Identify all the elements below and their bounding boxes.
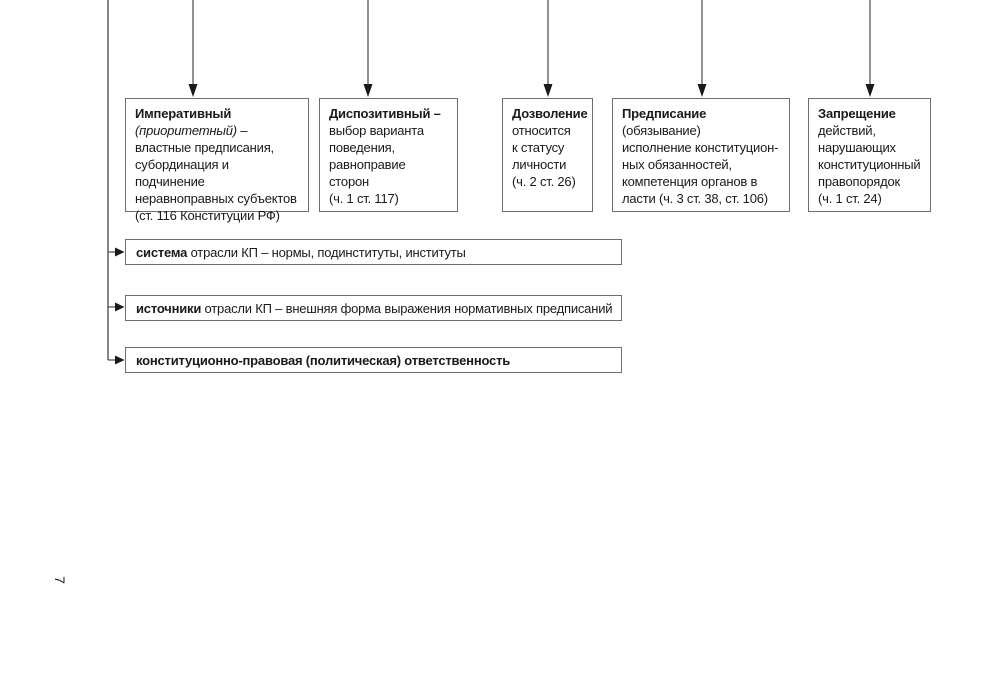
bar-lead: система [136, 244, 188, 260]
box-title: Запрещение [818, 106, 896, 121]
right-arrow-1 [108, 247, 125, 257]
bar-rest: отрасли КП – нормы, подинституты, инстит… [187, 244, 466, 260]
box-subtitle-italic: (приоритетный) – [135, 123, 248, 138]
box-body: исполнение конституцион- ных обязанносте… [622, 140, 779, 206]
bar-rest: отрасли КП – внешняя форма выражения нор… [201, 300, 613, 316]
list-bar-system: система отрасли КП – нормы, подинституты… [125, 239, 622, 265]
method-box-prescription: Предписание (обязывание) исполнение конс… [612, 98, 790, 212]
list-bar-sources: источники отрасли КП – внешняя форма выр… [125, 295, 622, 321]
box-body: относится к статусу личности (ч. 2 ст. 2… [512, 123, 576, 189]
right-arrow-3 [108, 355, 125, 365]
list-bar-responsibility: конституционно-правовая (политическая) о… [125, 347, 622, 373]
down-arrow-1 [188, 0, 198, 97]
box-body: действий, нарушающих конституционный пра… [818, 123, 921, 206]
method-box-imperative: Императивный (приоритетный) – властные п… [125, 98, 309, 223]
down-arrow-3 [543, 0, 553, 97]
box-title: Императивный [135, 106, 232, 121]
method-box-prohibition: Запрещение действий, нарушающих конститу… [808, 98, 931, 212]
box-title: Диспозитивный – [329, 106, 441, 121]
box-title: Дозволение [512, 106, 588, 121]
box-title-rest: (обязывание) [622, 123, 701, 138]
down-arrow-4 [697, 0, 707, 97]
box-title-line: Предписание (обязывание) [622, 105, 780, 139]
bar-lead: конституционно-правовая (политическая) о… [136, 352, 511, 368]
method-box-permission: Дозволение относится к статусу личности … [502, 98, 593, 212]
box-title: Предписание [622, 106, 707, 121]
method-box-dispositive: Диспозитивный – выбор варианта поведения… [319, 98, 458, 212]
page-number: 7 [52, 576, 68, 584]
box-body: выбор варианта поведения, равноправие ст… [329, 123, 424, 206]
bar-lead: источники [136, 300, 202, 316]
down-arrow-2 [363, 0, 373, 97]
down-arrow-5 [865, 0, 875, 97]
box-body: властные предписания, субординация и под… [135, 140, 297, 223]
right-arrow-2 [108, 302, 125, 312]
